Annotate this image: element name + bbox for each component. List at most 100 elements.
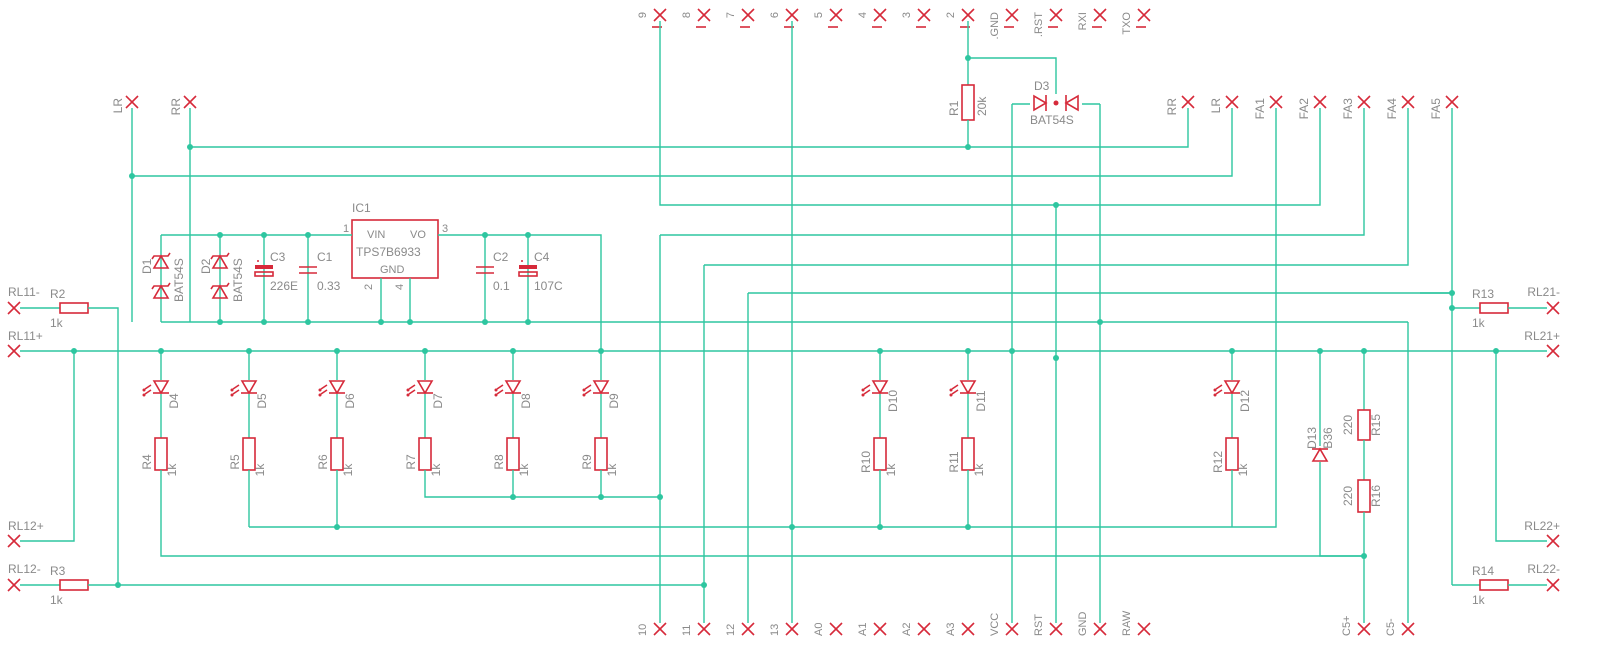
wire xyxy=(249,108,1277,528)
x-mark-stroke xyxy=(1137,8,1151,22)
top-pin-label: .GND xyxy=(989,12,1001,40)
led-arrow xyxy=(496,389,504,395)
resistor-value: 1k xyxy=(429,463,443,477)
x-mark-icon xyxy=(1546,301,1560,315)
x-mark-stroke xyxy=(1546,534,1560,548)
led-arrow xyxy=(408,389,416,395)
mid-pin-label: RR xyxy=(1165,98,1179,116)
ic-pin-label: GND xyxy=(380,264,405,276)
resistor-r2 xyxy=(59,302,89,314)
diode-bar xyxy=(210,282,230,290)
led-triangle xyxy=(328,380,346,395)
x-mark-stroke xyxy=(741,8,755,22)
diode-mid xyxy=(1053,100,1059,106)
top-pin-label: 8 xyxy=(681,12,693,18)
led-ref: D6 xyxy=(343,393,357,409)
x-mark-stroke xyxy=(1137,622,1151,636)
part-value: 20k xyxy=(975,96,989,116)
x-mark-icon xyxy=(1269,95,1283,109)
ic-pin-label: VIN xyxy=(367,229,385,241)
led-d8 xyxy=(494,380,522,397)
led-arrow-head xyxy=(1213,388,1217,392)
led-d5 xyxy=(230,380,258,397)
part-value: 1k xyxy=(1472,593,1486,607)
bottom-pin-label: C5- xyxy=(1385,618,1397,636)
x-mark-stroke xyxy=(741,622,755,636)
resistor-ref: R11 xyxy=(947,451,961,472)
junction-dot xyxy=(1361,553,1367,559)
diode-d2 xyxy=(210,252,230,269)
diode-triangle xyxy=(1311,447,1329,462)
junction-dot xyxy=(334,524,340,530)
led-arrow xyxy=(496,384,504,390)
top-pin-label: 2 xyxy=(945,12,957,18)
resistor-ref: R8 xyxy=(492,454,506,470)
x-mark-stroke xyxy=(1445,95,1459,109)
part-ref: C4 xyxy=(534,250,550,264)
top-pin-label: 9 xyxy=(637,12,649,18)
diode-bar xyxy=(210,252,230,260)
led-triangle xyxy=(152,380,170,395)
x-mark-stroke xyxy=(7,301,21,315)
x-mark-stroke xyxy=(917,8,931,22)
part-value: 226E xyxy=(270,279,298,293)
x-mark-stroke xyxy=(183,95,197,109)
x-mark-stroke xyxy=(1005,622,1019,636)
bottom-pin-label: GND xyxy=(1077,612,1089,637)
x-mark-stroke xyxy=(125,95,139,109)
top-pin-label: 5 xyxy=(813,12,825,18)
wire xyxy=(160,470,1364,557)
x-mark-stroke xyxy=(917,622,931,636)
part-value: BAT54S xyxy=(1030,113,1074,127)
junction-dot xyxy=(378,319,384,325)
junction-dot xyxy=(261,232,267,238)
bottom-pin-label: 13 xyxy=(769,624,781,636)
x-mark-icon xyxy=(1137,8,1151,22)
x-mark-icon xyxy=(1181,95,1195,109)
junction-dot xyxy=(525,319,531,325)
ic-tps7b6933 xyxy=(351,219,439,279)
mid-pin-label: FA3 xyxy=(1341,98,1355,120)
x-mark-stroke xyxy=(829,8,843,22)
part-ref: C2 xyxy=(493,250,509,264)
x-mark-stroke xyxy=(1546,344,1560,358)
mid-pin-label: RR xyxy=(169,98,183,116)
wire xyxy=(1319,462,1364,557)
ic-name: TPS7B6933 xyxy=(356,245,421,259)
x-mark-stroke xyxy=(1357,95,1371,109)
resistor-ref: R6 xyxy=(316,454,330,470)
x-mark-stroke xyxy=(1093,8,1107,22)
x-mark-icon xyxy=(1093,8,1107,22)
part-ref: D2 xyxy=(199,258,213,274)
led-arrow xyxy=(232,384,240,390)
x-mark-icon xyxy=(125,95,139,109)
led-triangle xyxy=(959,380,977,395)
side-pin-label: RL21- xyxy=(1527,285,1560,299)
x-mark-icon xyxy=(653,622,667,636)
x-mark-icon xyxy=(697,8,711,22)
cap-plate xyxy=(255,265,273,269)
bottom-pin-label: RAW xyxy=(1121,610,1133,636)
x-mark-icon xyxy=(1005,622,1019,636)
diode-triangle xyxy=(152,284,170,299)
top-pin-label: RXI xyxy=(1077,12,1089,30)
x-mark-stroke xyxy=(1049,622,1063,636)
x-mark-icon xyxy=(7,301,21,315)
led-d11 xyxy=(949,380,977,397)
part-value: 0.1 xyxy=(493,279,510,293)
part-ref: R3 xyxy=(50,564,66,578)
cap-plus xyxy=(521,260,523,262)
diode-d13 xyxy=(1311,447,1329,462)
x-mark-icon xyxy=(873,622,887,636)
resistor-body xyxy=(1479,579,1509,591)
diode-triangle xyxy=(211,254,229,269)
x-mark-icon xyxy=(917,622,931,636)
part-ref: R13 xyxy=(1472,287,1494,301)
led-arrow-head xyxy=(1213,393,1217,397)
resistor-value: 1k xyxy=(253,463,267,477)
resistor-r13 xyxy=(1479,302,1509,314)
part-value: BAT54S xyxy=(231,258,245,302)
x-mark-icon xyxy=(1049,8,1063,22)
led-ref: D4 xyxy=(167,393,181,409)
top-pin-label: 3 xyxy=(901,12,913,18)
